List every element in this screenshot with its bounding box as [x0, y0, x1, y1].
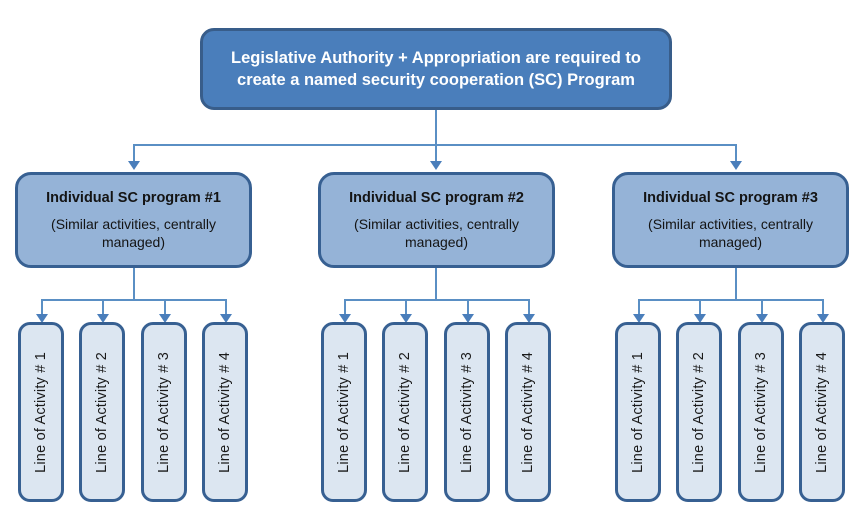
loa-node-3-1-label: Line of Activity # 1 [630, 351, 646, 473]
program-node-1-title: Individual SC program #1 [46, 189, 221, 206]
arrowhead-root-to-program-3 [730, 161, 742, 170]
loa-node-3-2-label: Line of Activity # 2 [691, 351, 707, 473]
arrowhead-program-3-to-loa-1 [633, 314, 645, 323]
connector-program-3-stem [735, 268, 737, 301]
arrowhead-program-3-to-loa-2 [694, 314, 706, 323]
loa-node-3-2[interactable]: Line of Activity # 2 [676, 322, 722, 502]
loa-node-2-1-label: Line of Activity # 1 [336, 351, 352, 473]
connector-program-2-bus [344, 299, 529, 301]
loa-node-1-2-label: Line of Activity # 2 [94, 351, 110, 473]
loa-node-1-1-label: Line of Activity # 1 [33, 351, 49, 473]
connector-program-1-bus [41, 299, 226, 301]
loa-node-2-1[interactable]: Line of Activity # 1 [321, 322, 367, 502]
loa-node-1-1[interactable]: Line of Activity # 1 [18, 322, 64, 502]
loa-node-2-4[interactable]: Line of Activity # 4 [505, 322, 551, 502]
program-node-2[interactable]: Individual SC program #2 (Similar activi… [318, 172, 555, 268]
arrowhead-program-1-to-loa-2 [97, 314, 109, 323]
program-node-1-subtitle: (Similar activities, centrally managed) [51, 215, 216, 250]
arrowhead-program-2-to-loa-2 [400, 314, 412, 323]
arrowhead-root-to-program-1 [128, 161, 140, 170]
loa-node-3-4-label: Line of Activity # 4 [814, 351, 830, 473]
program-node-3[interactable]: Individual SC program #3 (Similar activi… [612, 172, 849, 268]
connector-program-1-drop-2 [102, 299, 104, 317]
loa-node-1-2[interactable]: Line of Activity # 2 [79, 322, 125, 502]
root-node-line2: create a named security cooperation (SC)… [237, 71, 635, 89]
program-node-2-title: Individual SC program #2 [349, 189, 524, 206]
loa-node-1-3-label: Line of Activity # 3 [156, 351, 172, 473]
root-node-line1: Legislative Authority + Appropriation ar… [231, 48, 641, 67]
connector-root-drop-1 [133, 144, 135, 164]
loa-node-2-3-label: Line of Activity # 3 [459, 351, 475, 473]
loa-node-1-4-label: Line of Activity # 4 [217, 351, 233, 473]
connector-program-1-drop-1 [41, 299, 43, 317]
arrowhead-root-to-program-2 [430, 161, 442, 170]
program-node-3-subtitle: (Similar activities, centrally managed) [648, 215, 813, 250]
arrowhead-program-2-to-loa-4 [523, 314, 535, 323]
connector-root-stem [435, 110, 437, 146]
arrowhead-program-1-to-loa-3 [159, 314, 171, 323]
root-node[interactable]: Legislative Authority + Appropriation ar… [200, 28, 672, 110]
connector-program-2-drop-2 [405, 299, 407, 317]
loa-node-3-3[interactable]: Line of Activity # 3 [738, 322, 784, 502]
connector-program-1-drop-3 [164, 299, 166, 317]
connector-program-2-drop-4 [528, 299, 530, 317]
loa-node-2-2-label: Line of Activity # 2 [397, 351, 413, 473]
connector-root-drop-2 [435, 144, 437, 164]
connector-program-2-stem [435, 268, 437, 301]
arrowhead-program-2-to-loa-3 [462, 314, 474, 323]
loa-node-2-4-label: Line of Activity # 4 [520, 351, 536, 473]
loa-node-3-4[interactable]: Line of Activity # 4 [799, 322, 845, 502]
program-node-1[interactable]: Individual SC program #1 (Similar activi… [15, 172, 252, 268]
connector-program-3-drop-2 [699, 299, 701, 317]
loa-node-2-2[interactable]: Line of Activity # 2 [382, 322, 428, 502]
connector-program-1-drop-4 [225, 299, 227, 317]
connector-program-2-drop-3 [467, 299, 469, 317]
arrowhead-program-1-to-loa-1 [36, 314, 48, 323]
connector-program-2-drop-1 [344, 299, 346, 317]
program-node-3-title: Individual SC program #3 [643, 189, 818, 206]
connector-program-3-drop-4 [822, 299, 824, 317]
connector-program-3-drop-3 [761, 299, 763, 317]
loa-node-3-1[interactable]: Line of Activity # 1 [615, 322, 661, 502]
arrowhead-program-2-to-loa-1 [339, 314, 351, 323]
arrowhead-program-1-to-loa-4 [220, 314, 232, 323]
connector-program-3-bus [638, 299, 823, 301]
connector-root-drop-3 [735, 144, 737, 164]
arrowhead-program-3-to-loa-4 [817, 314, 829, 323]
connector-program-3-drop-1 [638, 299, 640, 317]
connector-program-1-stem [133, 268, 135, 301]
loa-node-2-3[interactable]: Line of Activity # 3 [444, 322, 490, 502]
program-node-2-subtitle: (Similar activities, centrally managed) [354, 215, 519, 250]
loa-node-1-4[interactable]: Line of Activity # 4 [202, 322, 248, 502]
arrowhead-program-3-to-loa-3 [756, 314, 768, 323]
loa-node-1-3[interactable]: Line of Activity # 3 [141, 322, 187, 502]
loa-node-3-3-label: Line of Activity # 3 [753, 351, 769, 473]
